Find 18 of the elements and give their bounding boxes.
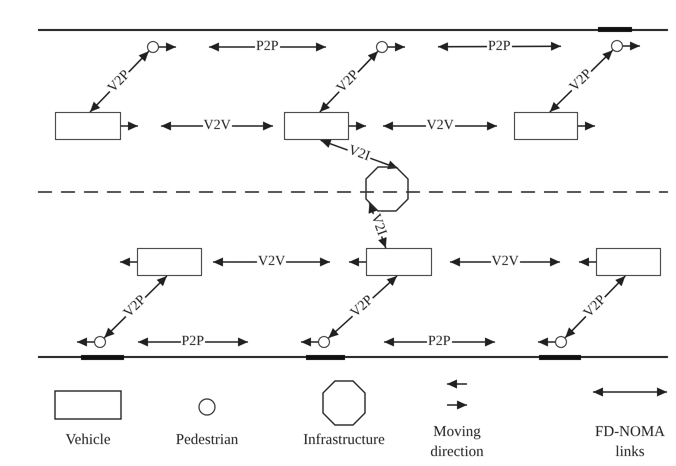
legend-label: Pedestrian — [174, 431, 240, 450]
vehicle-box — [55, 112, 121, 140]
legend-label: Vehicle — [64, 431, 112, 450]
vehicle-box — [137, 248, 202, 276]
legend-label: Moving direction — [429, 423, 485, 462]
pedestrian-circle — [147, 41, 159, 53]
pedestrian-circle — [376, 41, 388, 53]
pedestrian-circle — [318, 336, 330, 348]
legend-label: FD-NOMA links — [594, 423, 666, 462]
vehicle-box — [366, 248, 432, 276]
pedestrian-circle — [555, 336, 567, 348]
vehicle-box — [596, 248, 661, 276]
infrastructure-octagon — [365, 166, 409, 212]
vehicle-box — [514, 112, 578, 140]
vehicle-box — [284, 112, 349, 140]
pedestrian-circle — [94, 336, 106, 348]
legend-label: Infrastructure — [302, 431, 386, 450]
pedestrian-circle — [611, 40, 623, 52]
